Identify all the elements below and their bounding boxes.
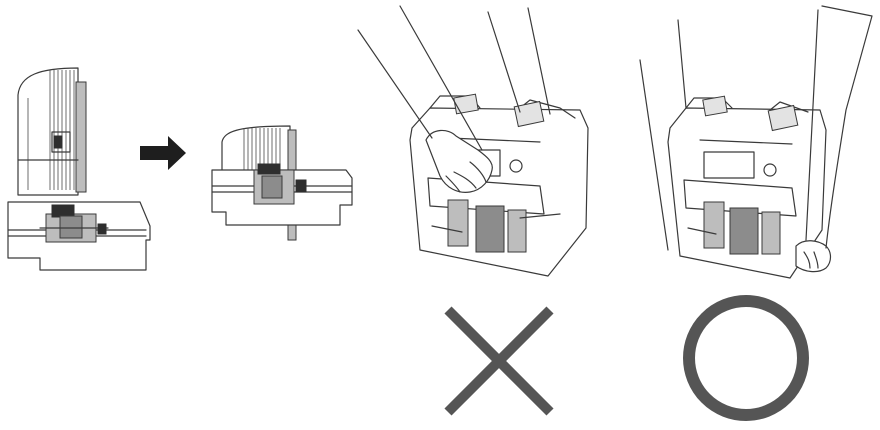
correct-grip-illustration xyxy=(639,5,873,279)
circle-mark-icon xyxy=(683,295,809,421)
step-after-detail xyxy=(211,125,353,241)
cross-mark-icon xyxy=(444,306,554,416)
wrong-grip-illustration xyxy=(357,5,589,277)
arrow-right-icon xyxy=(140,136,186,170)
step-before-detail xyxy=(7,67,151,271)
